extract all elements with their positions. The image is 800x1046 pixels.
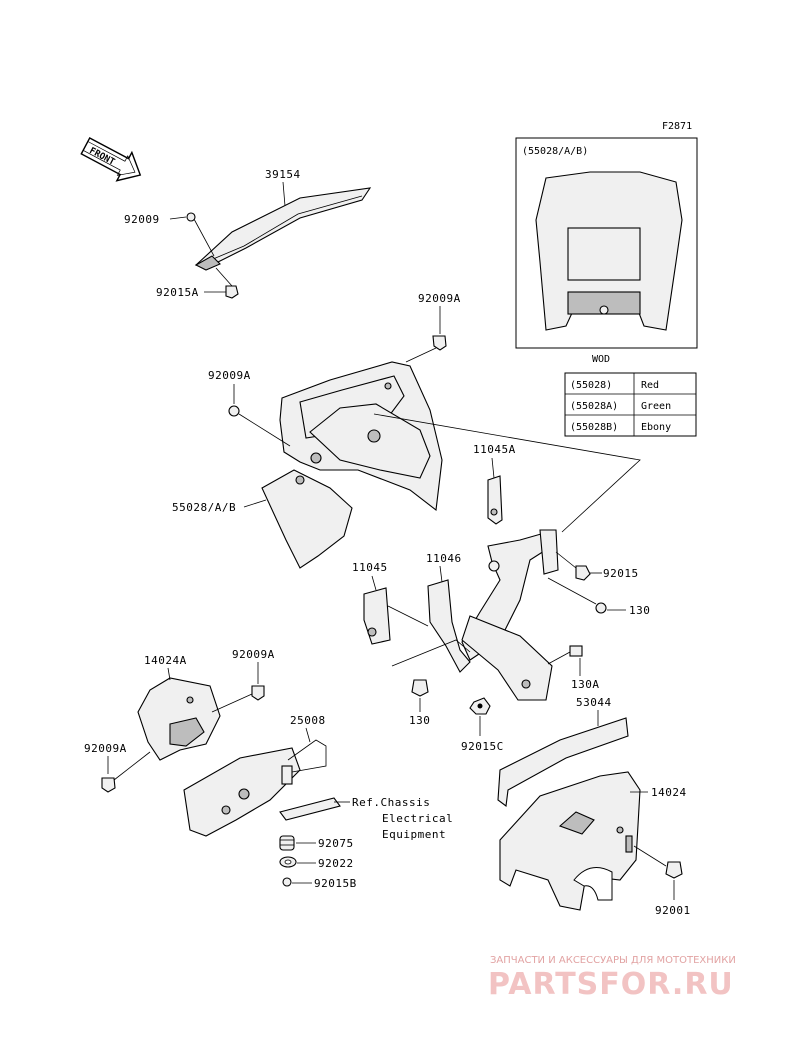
spacer-icon <box>279 835 295 851</box>
label-39154: 39154 <box>265 168 301 181</box>
bracket-25008-part <box>183 739 327 837</box>
bolt-icon <box>633 845 683 900</box>
screw-icon <box>405 335 447 363</box>
watermark-brand: PARTSFOR.RU <box>488 967 734 1002</box>
color-table-color-2: Ebony <box>641 422 671 433</box>
upper-cowl-part <box>261 361 443 569</box>
label-92001: 92001 <box>655 904 691 917</box>
color-table-color-1: Green <box>641 401 671 412</box>
label-92015B: 92015B <box>314 877 357 890</box>
label-92009A-mid: 92009A <box>232 648 275 661</box>
label-25008: 25008 <box>290 714 326 727</box>
label-92009A-top: 92009A <box>418 292 461 305</box>
label-92015: 92015 <box>603 567 639 580</box>
screw-icon <box>228 405 291 447</box>
strip-53044-part <box>497 717 629 808</box>
watermark-tagline: ЗАПЧАСТИ И АКСЕССУАРЫ ДЛЯ МОТОТЕХНИКИ <box>490 955 736 966</box>
label-14024: 14024 <box>651 786 687 799</box>
label-92015A: 92015A <box>156 286 199 299</box>
bolt-icon <box>547 577 626 614</box>
bolt-icon <box>547 645 583 676</box>
nut-icon <box>215 267 239 299</box>
ref-note-line3: Equipment <box>382 828 446 841</box>
label-130A: 130A <box>571 678 600 691</box>
figure-id: F2871 <box>662 121 692 132</box>
bolt-icon <box>391 639 471 712</box>
windshield-part <box>194 187 372 271</box>
label-92009A-left: 92009A <box>208 369 251 382</box>
label-53044: 53044 <box>576 696 612 709</box>
label-92075: 92075 <box>318 837 354 850</box>
strap-part <box>279 797 341 821</box>
inset-title: (55028/A/B) <box>522 146 588 157</box>
screw-icon <box>211 685 265 713</box>
ref-note-line1: Ref.Chassis <box>352 796 430 809</box>
front-arrow-icon: FRONT <box>80 137 142 182</box>
inset-box: (55028/A/B) WOD <box>515 137 698 365</box>
watermark: ЗАПЧАСТИ И АКСЕССУАРЫ ДЛЯ МОТОТЕХНИКИ PA… <box>488 955 736 1002</box>
label-92022: 92022 <box>318 857 354 870</box>
label-130-bottom: 130 <box>409 714 430 727</box>
inset-cowl-part <box>535 171 683 331</box>
bracket-assembly-part <box>363 475 559 701</box>
color-table: (55028) Red (55028A) Green (55028B) Ebon… <box>564 372 697 437</box>
label-130-right: 130 <box>629 604 650 617</box>
cover-14024A-part <box>137 677 221 761</box>
label-14024A: 14024A <box>144 654 187 667</box>
cover-14024-part <box>499 771 641 911</box>
screw-icon <box>186 212 215 257</box>
ref-note-line2: Electrical <box>382 812 453 825</box>
label-11045A: 11045A <box>473 443 516 456</box>
label-11045: 11045 <box>352 561 388 574</box>
label-92015C: 92015C <box>461 740 504 753</box>
color-table-code-1: (55028A) <box>570 401 618 412</box>
nut-icon <box>282 877 292 887</box>
screw-icon <box>101 751 151 793</box>
washer-icon <box>279 856 297 868</box>
label-92009A-low: 92009A <box>84 742 127 755</box>
label-55028AB: 55028/A/B <box>172 501 236 514</box>
inset-caption: WOD <box>592 354 610 365</box>
nut-icon <box>555 551 602 581</box>
color-table-code-2: (55028B) <box>570 422 618 433</box>
color-table-color-0: Red <box>641 380 659 391</box>
label-92009-top: 92009 <box>124 213 160 226</box>
color-table-code-0: (55028) <box>570 380 612 391</box>
label-11046: 11046 <box>426 552 462 565</box>
nut-icon <box>469 697 491 736</box>
